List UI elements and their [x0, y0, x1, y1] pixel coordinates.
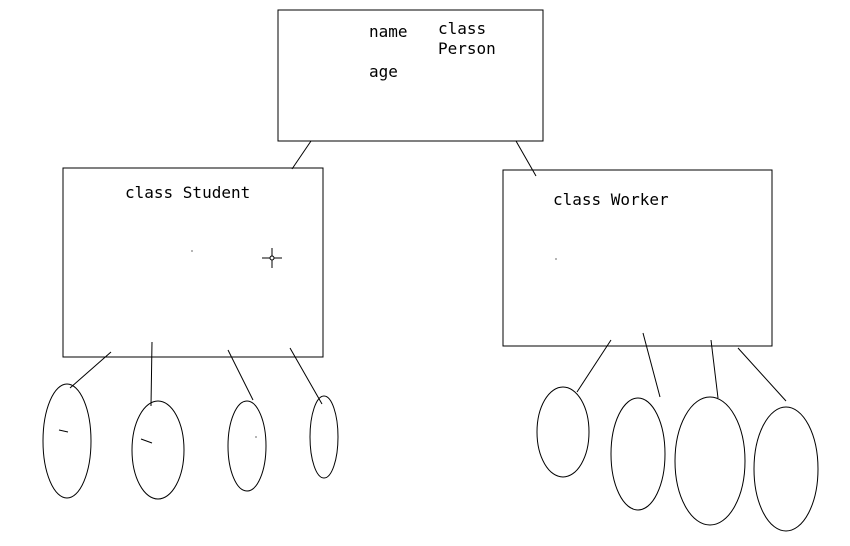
- worker-box: [502, 169, 773, 347]
- person-box: [277, 9, 544, 142]
- worker-child-3-connector: [710, 339, 719, 399]
- worker-child-1-ellipse: [536, 386, 590, 478]
- person-student-connector: [291, 140, 312, 170]
- stray-dot-3: [555, 258, 557, 260]
- student-child-3-ellipse: [227, 400, 267, 492]
- stray-mark-2: [140, 438, 153, 444]
- student-box: [62, 167, 324, 358]
- crosshair-cursor-icon: [262, 248, 282, 268]
- person-field-name: name: [369, 22, 408, 41]
- worker-child-2-connector: [642, 332, 661, 398]
- person-worker-connector: [515, 140, 537, 177]
- person-class-name: Person: [438, 39, 496, 58]
- worker-child-4-ellipse: [753, 406, 819, 532]
- student-child-4-ellipse: [309, 395, 339, 479]
- worker-child-1-connector: [576, 339, 612, 393]
- stray-dot-2: [191, 250, 193, 252]
- student-child-4-connector: [289, 347, 323, 405]
- student-class-label: class Student: [125, 183, 251, 202]
- student-child-1-ellipse: [42, 383, 92, 499]
- worker-child-3-ellipse: [674, 396, 746, 526]
- worker-child-2-ellipse: [610, 397, 666, 511]
- person-class-keyword: class: [438, 19, 487, 38]
- person-field-age: age: [369, 62, 398, 81]
- stray-mark-1: [58, 429, 69, 433]
- worker-child-4-connector: [737, 347, 787, 402]
- student-child-3-connector: [227, 349, 254, 401]
- student-child-2-ellipse: [131, 400, 185, 500]
- stray-dot-1: [255, 436, 257, 438]
- student-child-1-connector: [69, 351, 112, 389]
- worker-class-label: class Worker: [553, 190, 669, 209]
- student-child-2-connector: [150, 341, 153, 407]
